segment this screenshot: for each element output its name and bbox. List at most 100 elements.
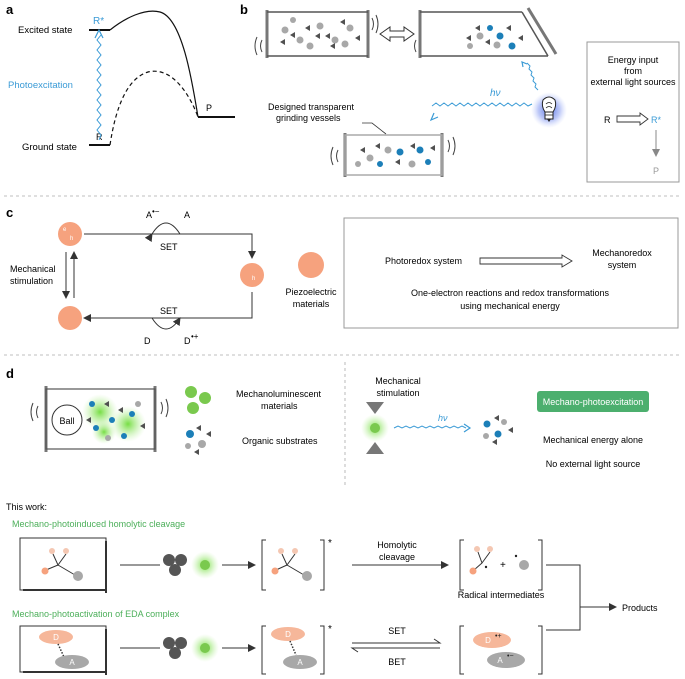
svg-text:•+: •+ [191,332,199,341]
r-star-label: R* [93,16,104,27]
mech-stim-c-2: stimulation [10,276,53,286]
a-minus-label: A [146,210,152,220]
panel-a-letter: a [6,2,14,17]
ball-label: Ball [59,416,74,426]
mech-stim-d-1: Mechanical [375,376,421,386]
hv-wave-up [526,62,539,91]
r-label-b: R [604,115,611,125]
mech-alone-label: Mechanical energy alone [543,435,643,445]
panel-c: c e h h Mechanical stimulation A •− A SE… [6,205,679,346]
homolytic-bracket [261,539,325,591]
d-label-c: D [144,336,151,346]
hv-label-b: hν [490,88,501,99]
excited-state-label: Excited state [18,25,72,36]
panel-c-letter: c [6,205,13,220]
organic-label: Organic substrates [242,436,318,446]
photoredox-label: Photoredox system [385,256,462,266]
homolytic-molecule-1 [41,548,83,581]
radical-label: Radical intermediates [458,590,545,600]
bet-arrow [350,647,440,653]
d-plus-label: D [184,336,191,346]
eda-star: * [328,624,332,635]
mech-stim-d-2: stimulation [376,388,419,398]
set-label-d: SET [388,626,406,636]
ground-state-label: Ground state [22,142,77,153]
eda-d-label-3: D [485,636,491,645]
a-curve-arrow [144,222,181,243]
eda-a-label-3: A [497,656,503,665]
eda-a-label-2: A [297,658,303,667]
one-electron-1: One-electron reactions and redox transfo… [411,288,610,298]
a-label-c: A [184,210,190,220]
homolytic-box [19,537,107,591]
eda-title: Mechano-photoactivation of EDA complex [12,609,180,619]
hv-wave-left [431,102,533,107]
svg-text:e: e [63,227,67,233]
vessel-1 [254,10,379,58]
excited-curve [109,10,199,118]
homolytic-cleavage-1: Homolytic [377,540,417,550]
hv-wave-d [393,425,467,429]
vessel-label-leader [362,122,387,135]
mechanoredox-2: system [608,260,637,270]
homolytic-title: Mechano-photoinduced homolytic cleavage [12,519,185,529]
eda-d-label-2: D [285,630,291,639]
set-top-label: SET [160,242,178,252]
hv-label-d: hν [438,413,448,423]
eda-complex-2: D A [271,627,317,669]
vessel-3 [330,133,456,177]
mechanolum-2: materials [261,401,298,411]
eda-radical-bracket [459,625,543,675]
eda-a-label-1: A [69,658,75,667]
bet-label-d: BET [388,657,406,667]
cycle-top-arrow [84,233,256,259]
one-electron-2: using mechanical energy [460,301,560,311]
piezo-particle-right [240,263,264,287]
set-arrow [352,638,442,644]
vessel-label-1: Designed transparent [268,102,355,112]
no-light-label: No external light source [546,459,641,469]
this-work-label: This work: [6,502,47,512]
ball-mill-vessel: Ball [30,386,169,452]
mechanolum-1: Mechanoluminescent [236,389,322,399]
panel-d: d Ball Mechanoluminescent materials Orga… [6,362,658,675]
energy-text-2: from [624,66,642,76]
homolytic-ml-cluster [163,554,187,576]
panel-d-letter: d [6,366,14,381]
press-arrow-down [366,402,384,414]
products-label: Products [622,603,658,613]
mechano-photoexcitation-badge [537,391,649,412]
piezo-label-1: Piezoelectric [285,287,337,297]
panel-b-letter: b [240,2,248,17]
homolytic-molecule-2 [271,548,312,581]
svg-text:h: h [70,236,73,242]
eda-bracket [261,625,325,675]
piezo-label-2: materials [293,299,330,309]
photoexcitation-wave [96,34,102,141]
vessel-label-2: grinding vessels [276,113,341,123]
energy-text-1: Energy input [608,55,659,65]
mech-stim-c-1: Mechanical [10,264,56,274]
radical-plus: + [500,560,506,571]
piezo-material-icon [298,252,324,278]
badge-text: Mechano-photoexcitation [543,397,644,407]
energy-arrow [616,112,649,126]
r-label-a: R [96,132,103,142]
p-label-a: P [206,103,212,113]
eda-d-label-1: D [53,633,59,642]
homolytic-cleavage-2: cleavage [379,552,415,562]
svg-text:•−: •− [507,653,514,660]
energy-box [586,41,680,183]
panel-a: a Excited state Ground state Photoexcita… [6,2,235,153]
double-arrow [379,26,415,42]
light-bulb-icon [531,92,567,128]
svg-text:•+: •+ [495,633,502,640]
mechanoluminescent-icon [185,386,211,414]
cycle-bottom-arrow [83,292,253,322]
piezo-particle-bottom [58,306,82,330]
r-star-label-b: R* [651,115,661,125]
products-line-top [546,564,581,600]
eda-complex-1: D A [39,630,89,669]
mechanoredox-1: Mechanoredox [592,248,652,258]
photoexcitation-label: Photoexcitation [8,80,73,91]
